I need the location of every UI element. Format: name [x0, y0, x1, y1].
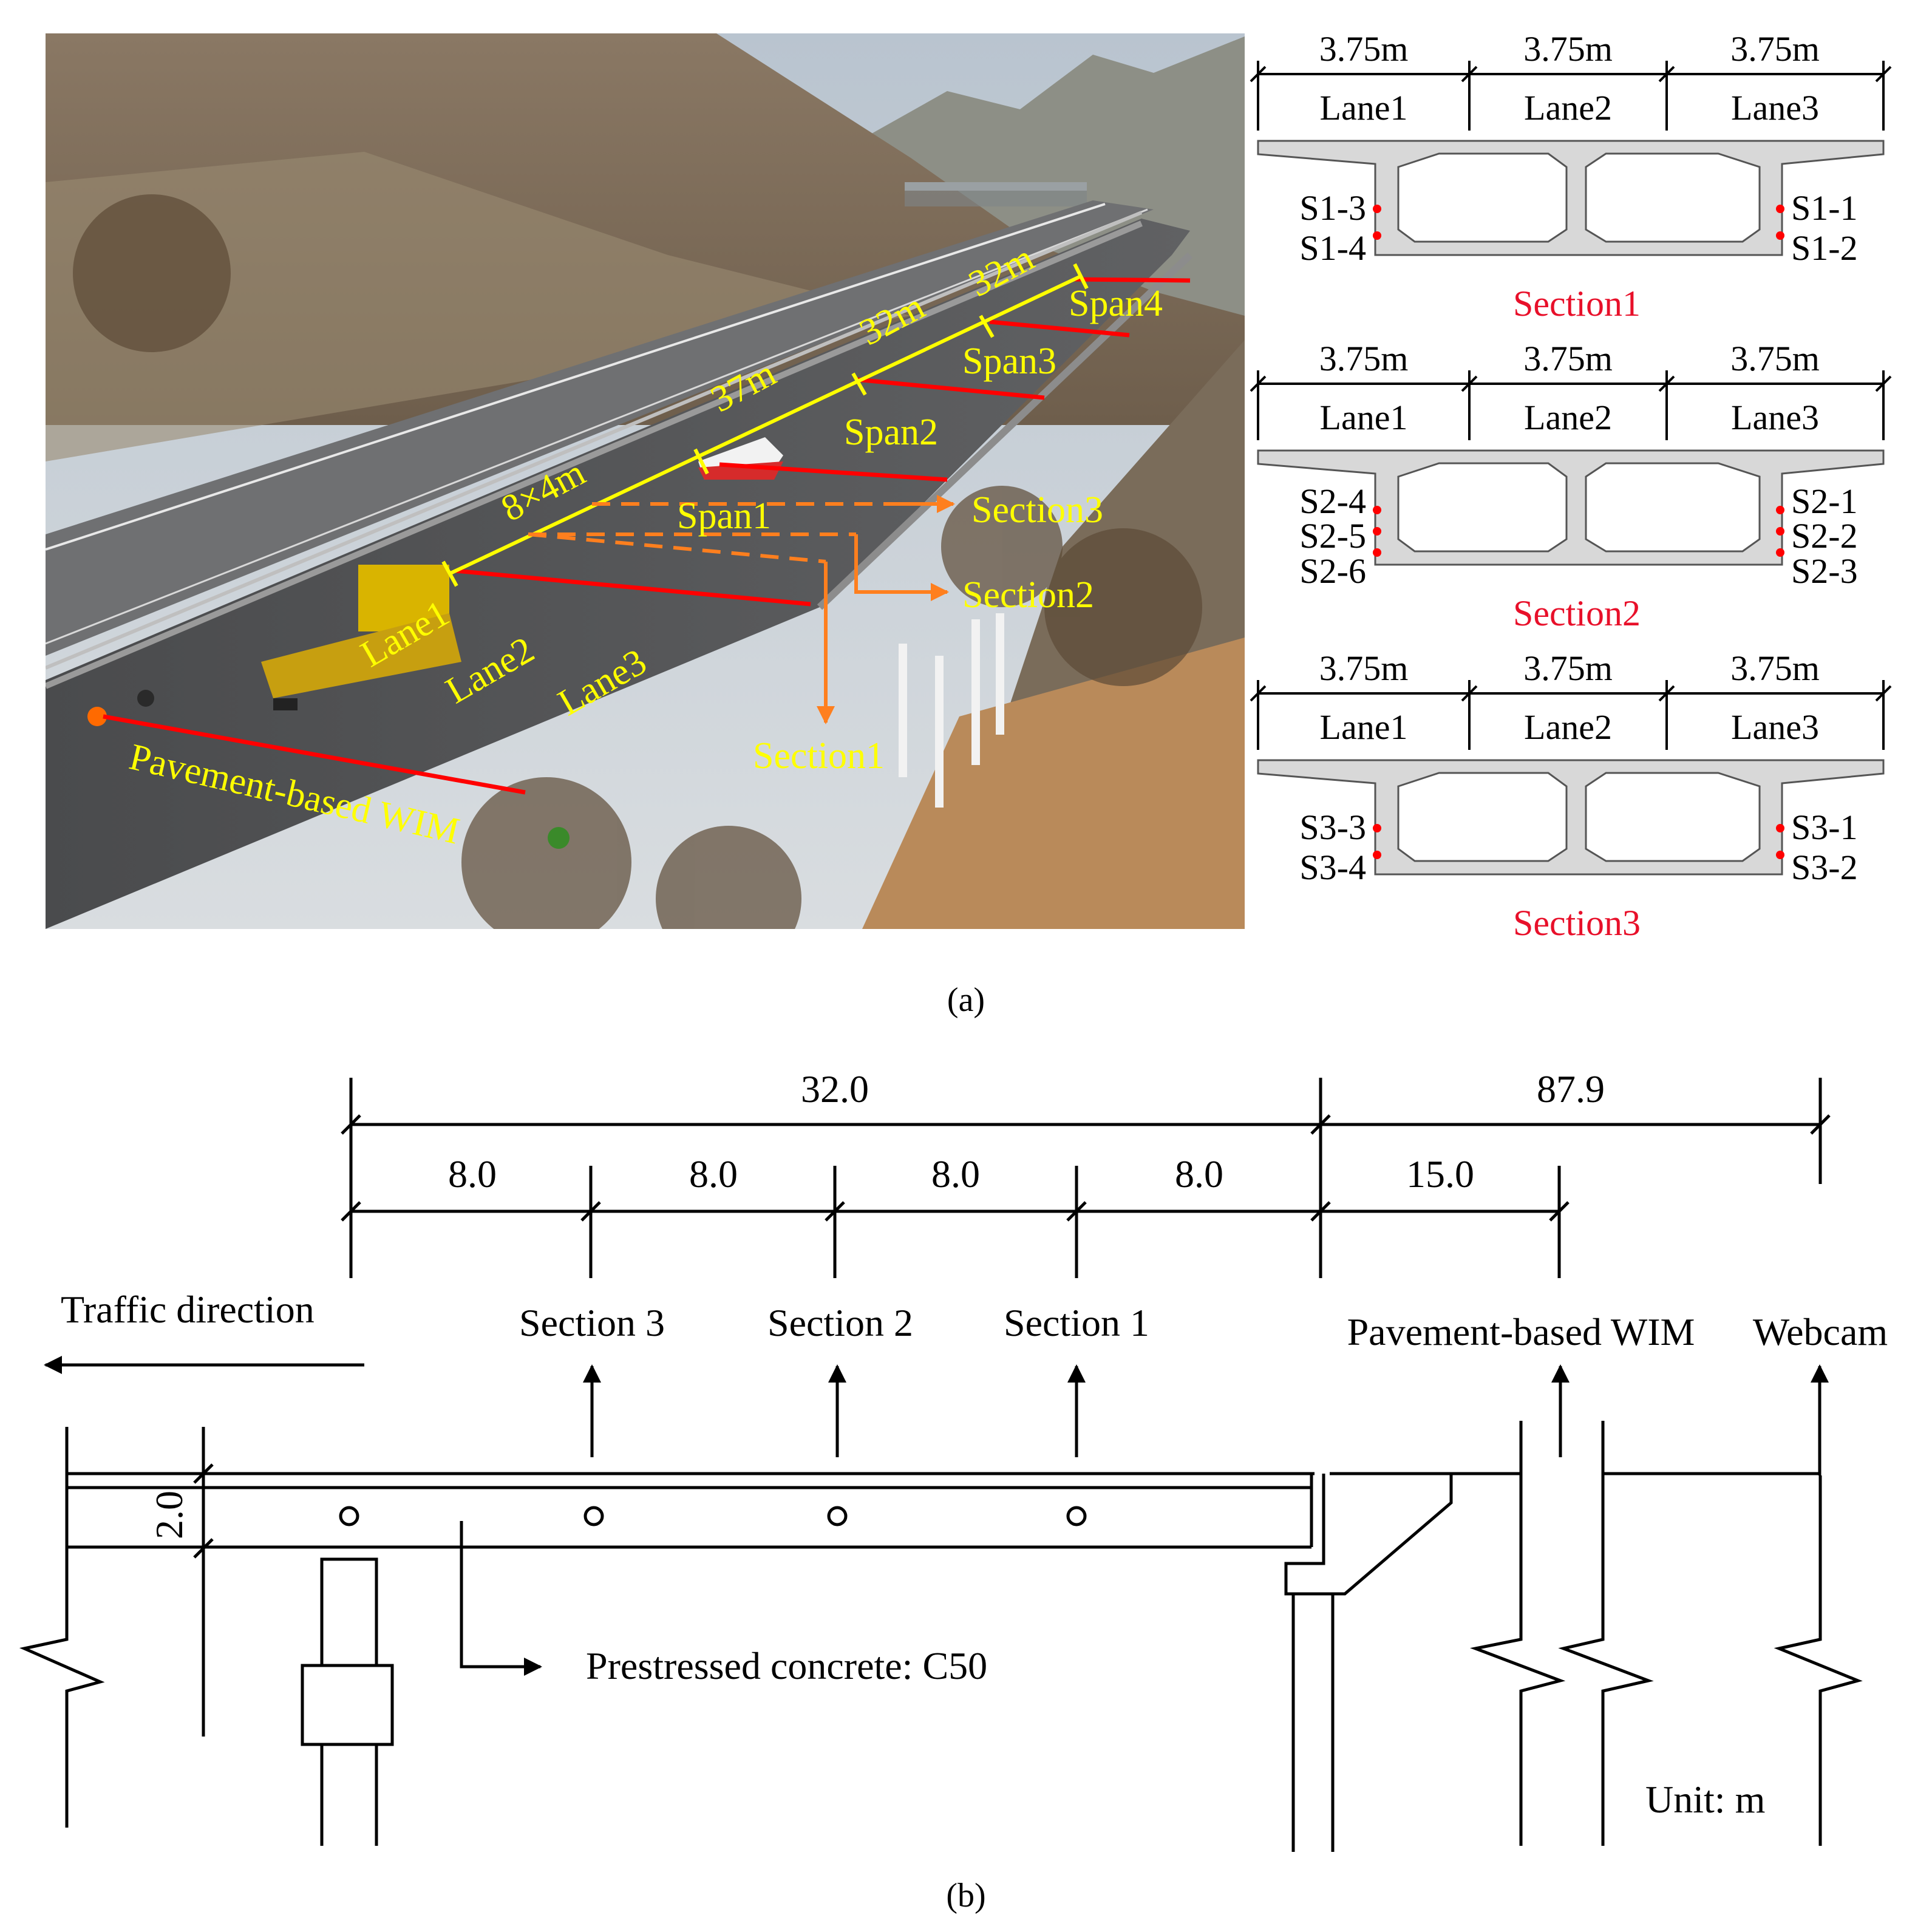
- dim-87-9: 87.9: [1537, 1067, 1605, 1111]
- dim-8: 8.0: [689, 1152, 738, 1196]
- sensor-label: S2-4: [1299, 481, 1366, 521]
- red-line-span1: [455, 568, 811, 607]
- lane-width-label: 3.75m: [1730, 339, 1820, 378]
- caption-b: (b): [946, 1877, 985, 1914]
- box-cell-left: [1397, 772, 1568, 862]
- sensor-label: S3-1: [1791, 808, 1858, 847]
- sensor-label: S2-6: [1299, 551, 1366, 591]
- traffic-direction-label: Traffic direction: [61, 1288, 315, 1331]
- strain-sensor-dot: [1373, 824, 1381, 832]
- elevation-drawing: [19, 1078, 1863, 1852]
- section-label: Section2: [962, 574, 1094, 616]
- strain-sensor-dot: [1373, 506, 1381, 514]
- strain-sensor-dot: [1776, 506, 1784, 514]
- dim-8: 8.0: [1175, 1152, 1223, 1196]
- caption-a: (a): [947, 981, 985, 1019]
- red-line-end: [1074, 277, 1191, 283]
- strain-sensor-dot: [1373, 527, 1381, 536]
- strain-sensor-dot: [1373, 851, 1381, 859]
- sensor-label: S1-4: [1299, 228, 1366, 268]
- wim-label: Pavement-based WIM: [1347, 1310, 1695, 1353]
- lane-width-label: 3.75m: [1523, 648, 1613, 688]
- box-cell-right: [1585, 772, 1761, 862]
- strain-sensor-dot: [1373, 231, 1381, 240]
- red-line-span2: [719, 462, 948, 482]
- section-pointer-arrows: [817, 495, 955, 724]
- dim-32: 32.0: [801, 1067, 869, 1111]
- lane-label: Lane3: [1731, 88, 1819, 128]
- strain-sensor-dot: [1373, 205, 1381, 213]
- lane-width-label: 3.75m: [1730, 29, 1820, 69]
- lane-width-label: 3.75m: [1319, 29, 1409, 69]
- span-label: Span2: [844, 412, 938, 453]
- section-2-label: Section 2: [767, 1301, 913, 1344]
- section-title: Section1: [1513, 284, 1641, 324]
- sensor-label: S3-2: [1791, 848, 1858, 887]
- strain-sensor-dot: [1776, 851, 1784, 859]
- sensor-label: S2-3: [1791, 551, 1858, 591]
- red-line-span3: [855, 377, 1045, 400]
- sensor-label: S1-3: [1299, 188, 1366, 228]
- webcam-label: Webcam: [1753, 1310, 1888, 1353]
- span-label: Span4: [1069, 283, 1163, 324]
- section-title: Section2: [1513, 593, 1641, 633]
- lane-width-label: 3.75m: [1523, 29, 1613, 69]
- sensor-label: S3-3: [1299, 808, 1366, 847]
- material-label: Prestressed concrete: C50: [586, 1644, 987, 1687]
- dim-8: 8.0: [931, 1152, 980, 1196]
- bearing-markers: [339, 1506, 1087, 1526]
- lane-label: Lane2: [1524, 707, 1612, 747]
- strain-sensor-dot: [1776, 231, 1784, 240]
- yellow-span-line: [448, 274, 1082, 576]
- box-cell-right: [1585, 462, 1761, 553]
- lane-width-label: 3.75m: [1730, 648, 1820, 688]
- strain-sensor-dot: [1776, 824, 1784, 832]
- lane-label: Lane3: [1731, 707, 1819, 747]
- lane-width-label: 3.75m: [1523, 339, 1613, 378]
- dim-8: 8.0: [448, 1152, 497, 1196]
- sensor-label: S3-4: [1299, 848, 1366, 887]
- strain-sensor-dot: [1776, 205, 1784, 213]
- unit-label: Unit: m: [1645, 1778, 1765, 1821]
- section-3-label: Section 3: [519, 1301, 665, 1344]
- lane-label: Lane2: [1524, 88, 1612, 128]
- span-label: Span3: [962, 341, 1056, 382]
- section-title: Section3: [1513, 903, 1641, 943]
- strain-sensor-dot: [1373, 548, 1381, 557]
- lane-width-label: 3.75m: [1319, 648, 1409, 688]
- lane-width-label: 3.75m: [1319, 339, 1409, 378]
- strain-sensor-dot: [1776, 548, 1784, 557]
- box-cell-left: [1397, 152, 1568, 243]
- red-line-wim: [103, 714, 526, 795]
- lane-label: Lane1: [1320, 88, 1408, 128]
- sensor-label: S1-2: [1791, 228, 1858, 268]
- sensor-label: S1-1: [1791, 188, 1858, 228]
- depth-label: 2.0: [148, 1491, 191, 1539]
- dim-15: 15.0: [1406, 1152, 1474, 1196]
- section-1-label: Section 1: [1004, 1301, 1149, 1344]
- lane-label: Lane3: [1731, 398, 1819, 437]
- span-label: Span1: [677, 495, 771, 537]
- lane-label: Lane1: [1320, 398, 1408, 437]
- section-label: Section1: [753, 735, 885, 777]
- box-cell-left: [1397, 462, 1568, 553]
- sensor-label: S2-2: [1791, 516, 1858, 556]
- sensor-label: S2-1: [1791, 481, 1858, 521]
- box-cell-right: [1585, 152, 1761, 243]
- bridge-photo: [46, 33, 1245, 929]
- strain-sensor-dot: [1776, 527, 1784, 536]
- lane-label: Lane2: [1524, 398, 1612, 437]
- sensor-label: S2-5: [1299, 516, 1366, 556]
- lane-label: Lane1: [1320, 707, 1408, 747]
- red-line-span4: [989, 319, 1130, 338]
- section-label: Section3: [971, 489, 1103, 531]
